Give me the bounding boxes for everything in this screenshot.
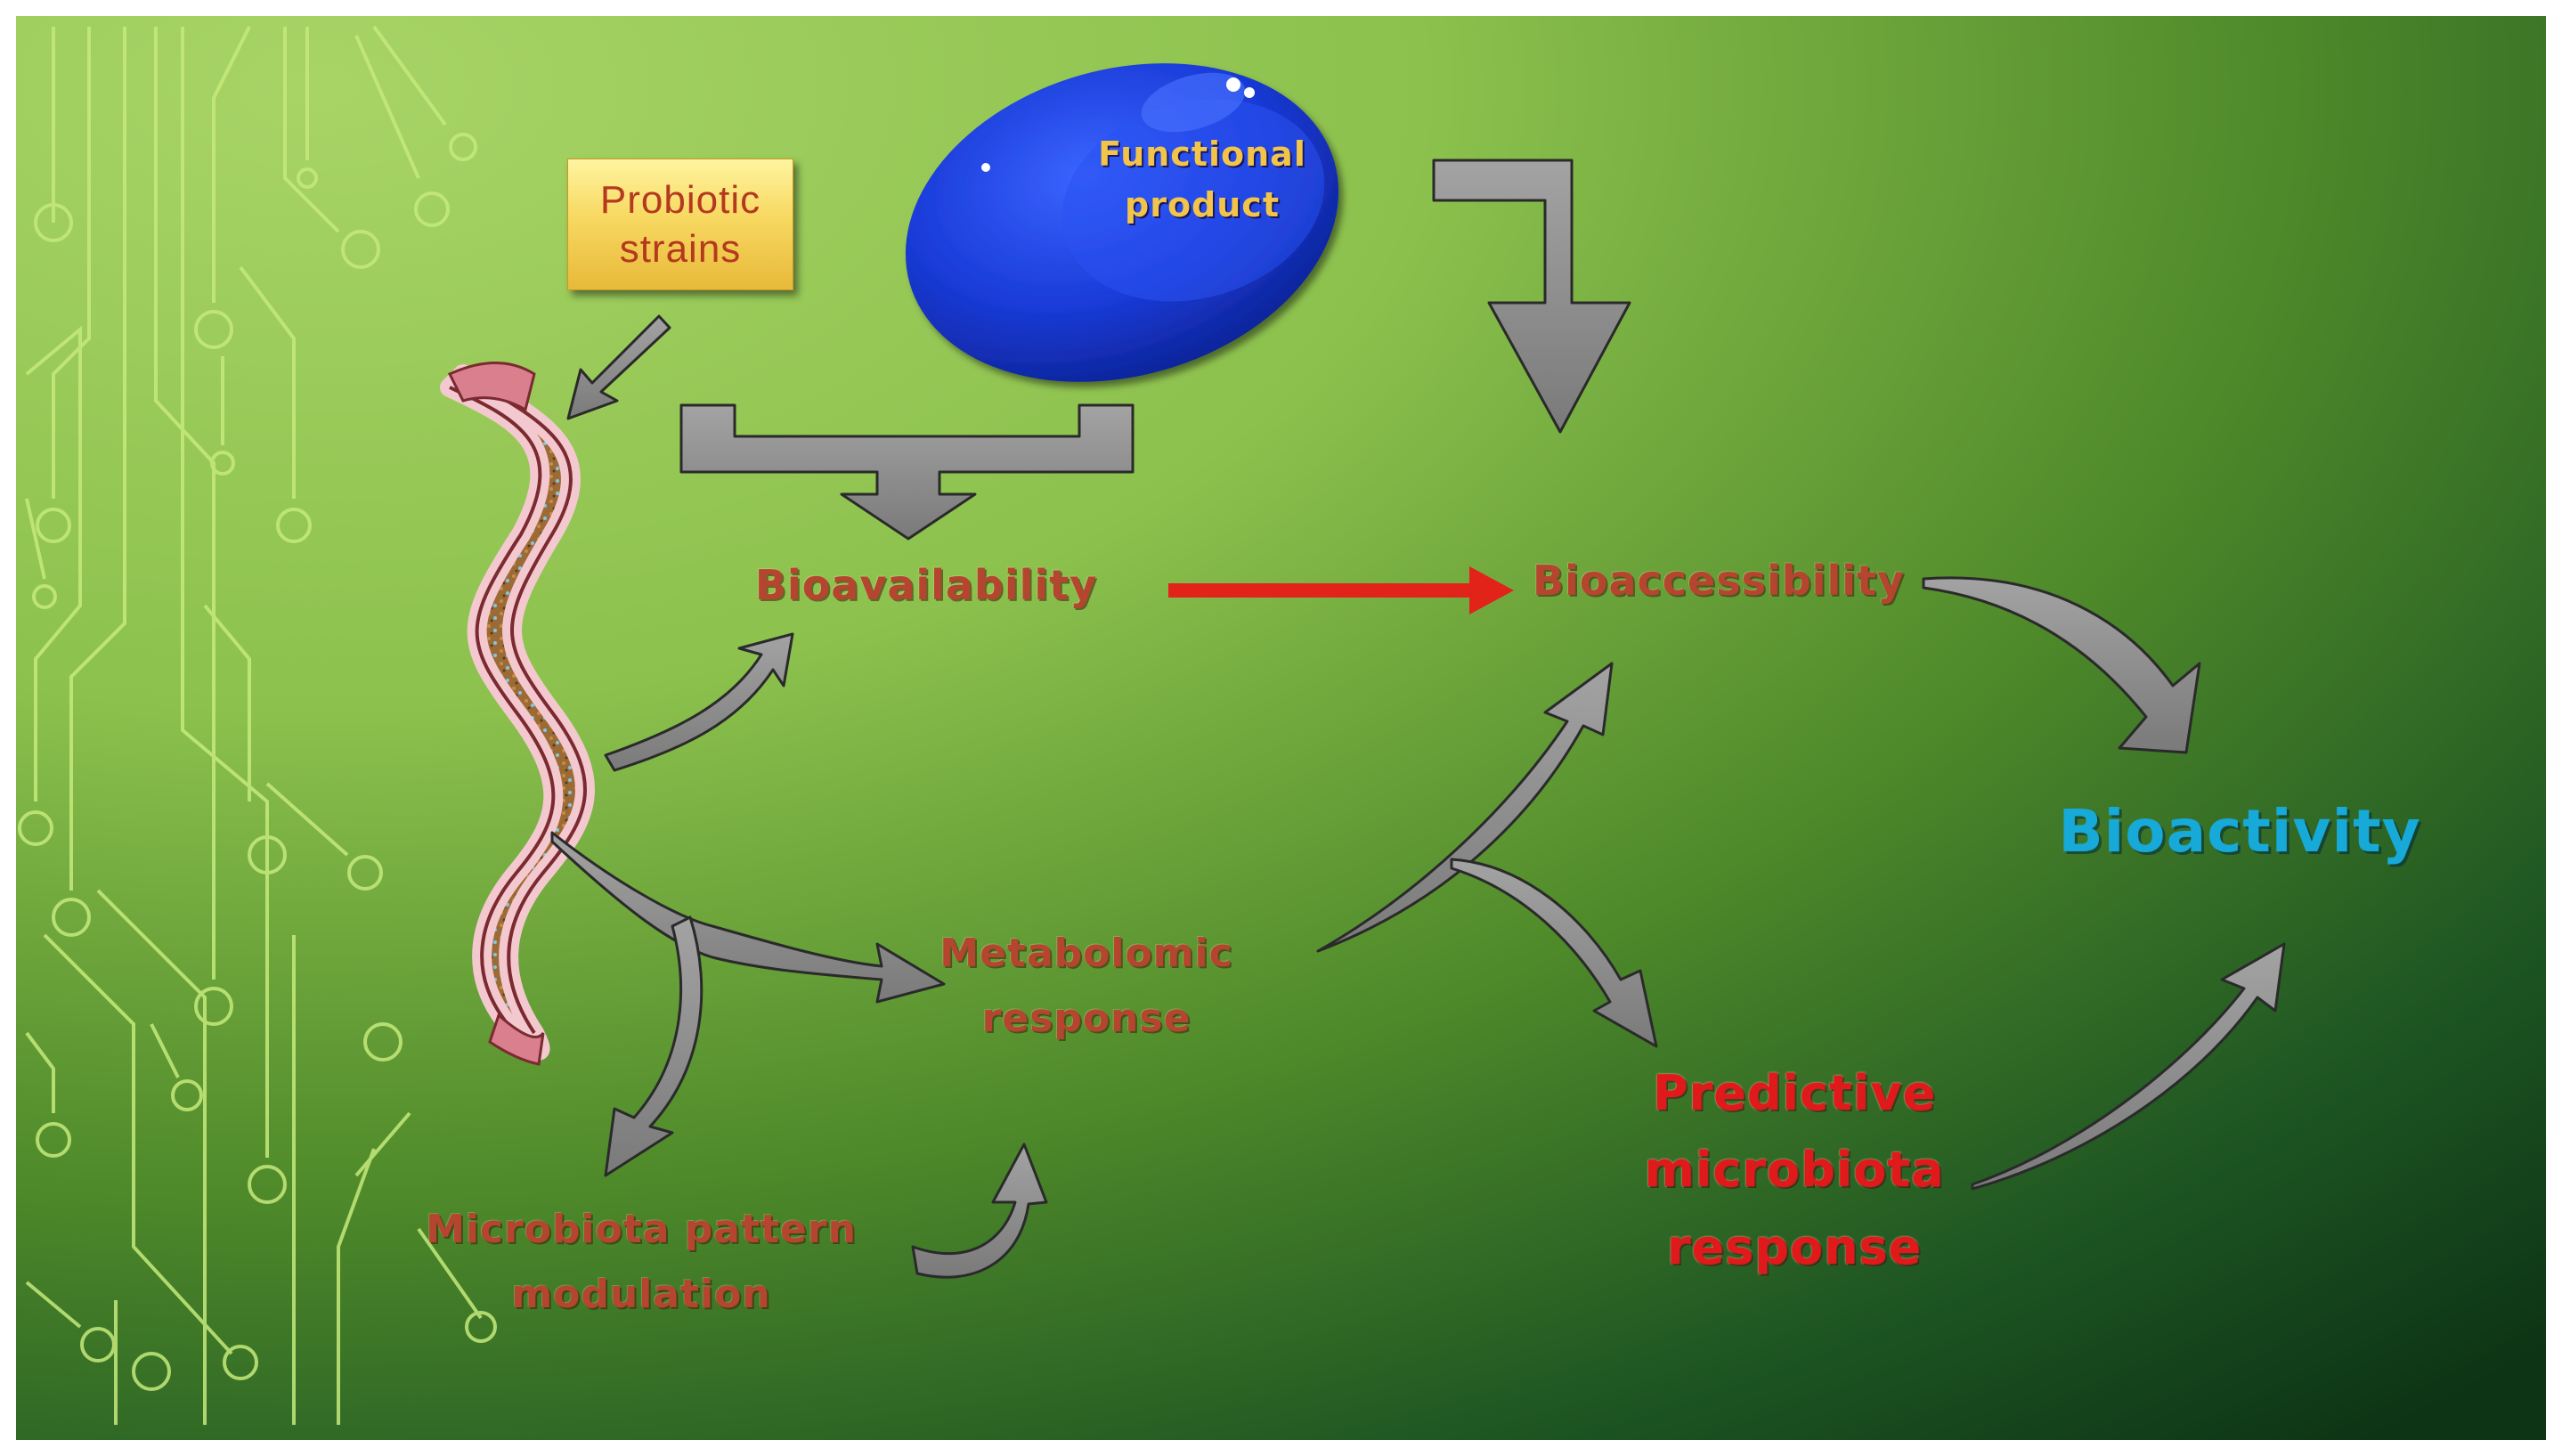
microbiota-pattern-modulation-label: Microbiota pattern modulation	[419, 1198, 864, 1327]
gray-arrows	[550, 159, 2286, 1279]
predictive-line-1: Predictive	[1652, 1065, 1937, 1121]
arrow-product-to-bioaccessibility	[1432, 159, 1631, 434]
metabolomic-response-line-2: response	[981, 995, 1192, 1041]
bioactivity-label: Bioactivity	[2058, 797, 2421, 866]
probiotic-strains-box: Probiotic strains	[567, 159, 793, 290]
metabolomic-response-label: Metabolomic response	[926, 922, 1247, 1051]
predictive-microbiota-response-label: Predictive microbiota response	[1630, 1055, 1959, 1286]
bioavailability-label: Bioavailability	[754, 561, 1098, 609]
microbiota-pattern-line-1: Microbiota pattern	[426, 1207, 857, 1252]
functional-product-label: Functional product	[1078, 129, 1327, 231]
intestine-illustration	[440, 362, 595, 1066]
probiotic-strains-line-2: strains	[619, 227, 742, 271]
arrow-intestine-to-microbiota	[604, 915, 704, 1177]
arrow-predictive-to-bioactivity	[1971, 942, 2286, 1191]
red-arrow-bioavailability-to-bioaccessibility	[1168, 566, 1514, 614]
arrow-metabolomic-to-bioaccessibility	[1316, 662, 1614, 953]
arrow-probiotic-to-intestine	[566, 314, 671, 420]
circuit-decoration	[18, 25, 497, 1425]
predictive-line-2: microbiota	[1644, 1142, 1945, 1199]
functional-product-line-2: product	[1125, 185, 1280, 224]
arrow-intestine-to-bioavailability	[604, 632, 794, 772]
arrow-microbiota-to-metabolomic	[911, 1143, 1048, 1279]
bioaccessibility-label: Bioaccessibility	[1533, 557, 1905, 605]
probiotic-strains-line-1: Probiotic	[599, 178, 761, 222]
predictive-line-3: response	[1666, 1218, 1923, 1275]
arrow-metabolomic-to-predictive	[1450, 858, 1658, 1048]
arrow-product-to-bioavailability	[679, 403, 1135, 541]
arrow-intestine-to-metabolomic	[550, 831, 946, 1004]
metabolomic-response-line-1: Metabolomic	[939, 931, 1233, 976]
microbiota-pattern-line-2: modulation	[511, 1271, 771, 1317]
functional-product-line-1: Functional	[1098, 134, 1306, 174]
arrow-bioaccessibility-to-bioactivity	[1922, 576, 2201, 754]
capsule-icon	[905, 63, 1339, 382]
